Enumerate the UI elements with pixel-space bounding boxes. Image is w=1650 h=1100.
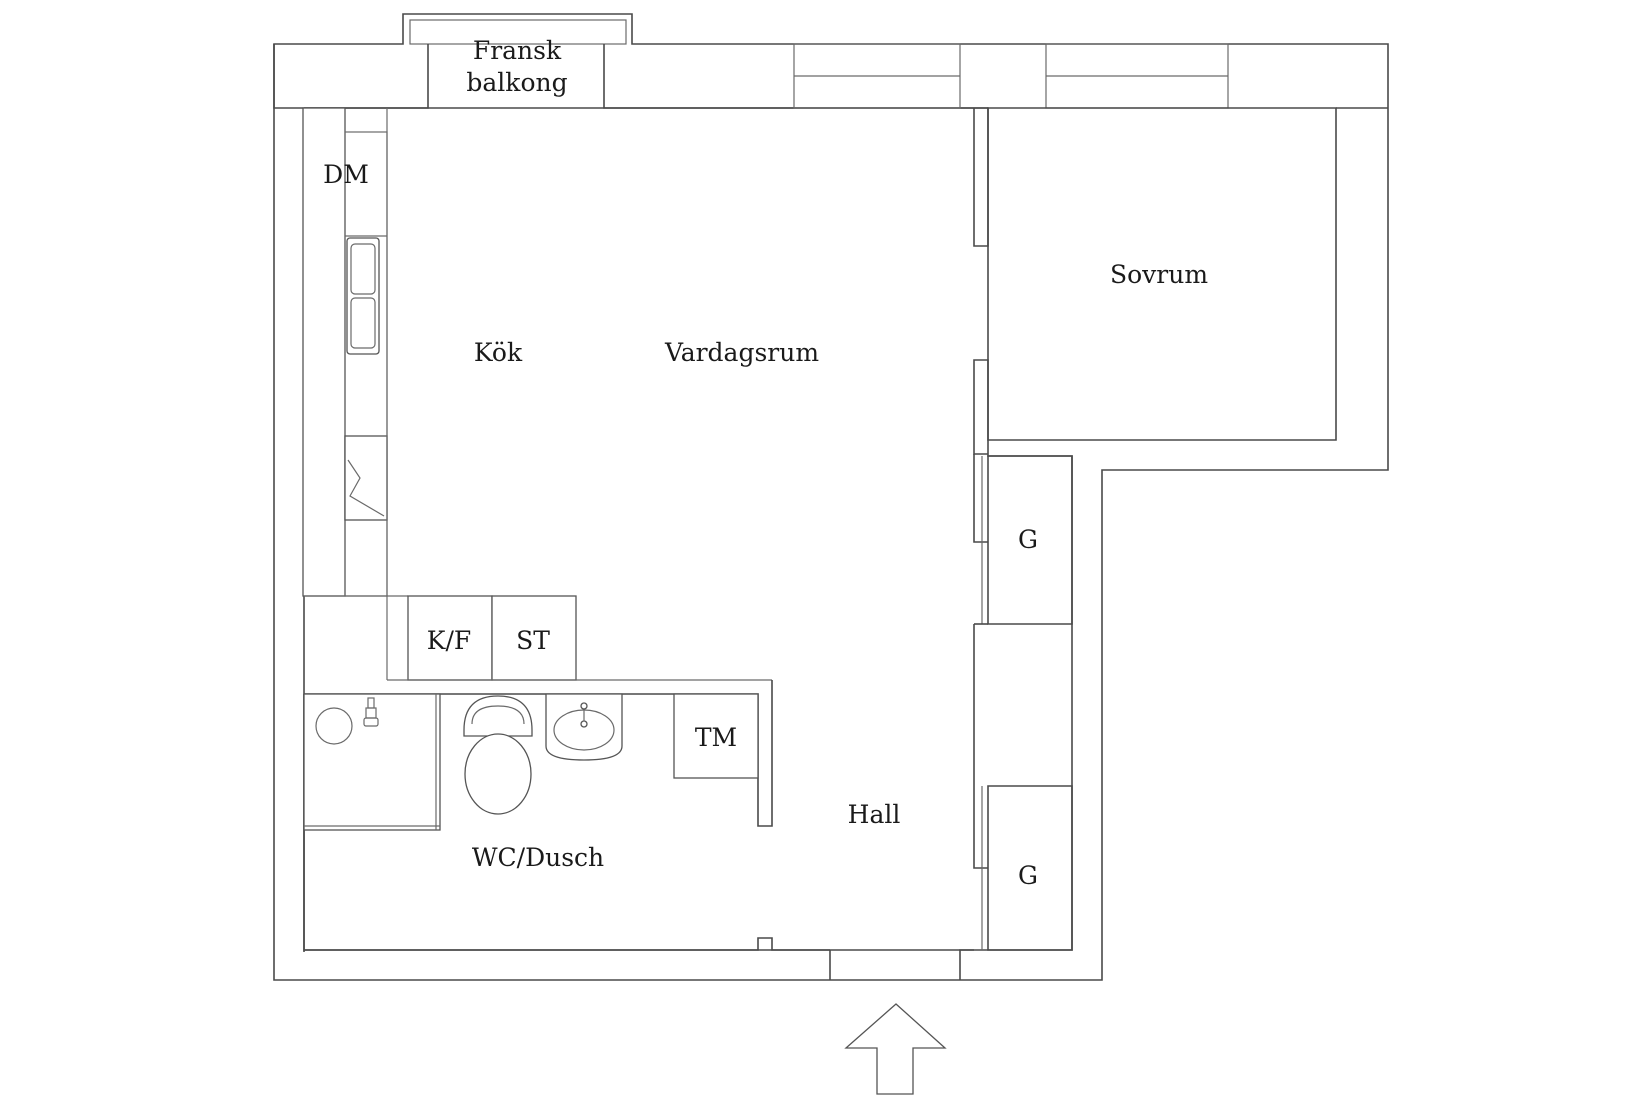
window-living: [793, 43, 961, 109]
window-bedroom: [1045, 43, 1229, 109]
hall-right-wall: [973, 454, 1073, 625]
kitchen-label: Kök: [474, 338, 523, 367]
outer-wall: [273, 13, 1389, 981]
fridge-freezer-label: K/F: [427, 626, 471, 655]
storage-cabinet: [491, 595, 577, 681]
balcony-label-line2: balkong: [466, 68, 567, 97]
storage-label: ST: [516, 626, 550, 655]
toilet-icon: [463, 695, 533, 815]
stove-icon: [344, 435, 388, 521]
dishwasher-label: DM: [323, 160, 369, 189]
up-arrow-icon: [844, 1003, 947, 1095]
living-room-label: Vardagsrum: [664, 338, 819, 367]
fridge-freezer-cabinet: [407, 595, 493, 681]
bathroom-label: WC/Dusch: [472, 843, 604, 872]
balcony-door-frame: [409, 19, 627, 45]
bedroom-wall: [973, 107, 1337, 455]
wardrobe-upper-label: G: [1018, 525, 1038, 554]
wardrobe-lower-label: G: [1018, 861, 1038, 890]
kitchen-sink-icon: [346, 237, 380, 355]
washing-machine: [673, 693, 759, 779]
balcony-wall-left: [273, 44, 429, 109]
shower-icon: [303, 693, 441, 831]
hall-label: Hall: [848, 800, 901, 829]
bathroom-lower-wall: [303, 937, 830, 952]
kitchen-cabinet-column: [344, 131, 388, 597]
balcony-label-line1: Fransk: [473, 36, 562, 65]
washbasin-icon: [545, 693, 623, 761]
washing-machine-label: TM: [695, 723, 737, 752]
bedroom-label: Sovrum: [1110, 260, 1208, 289]
